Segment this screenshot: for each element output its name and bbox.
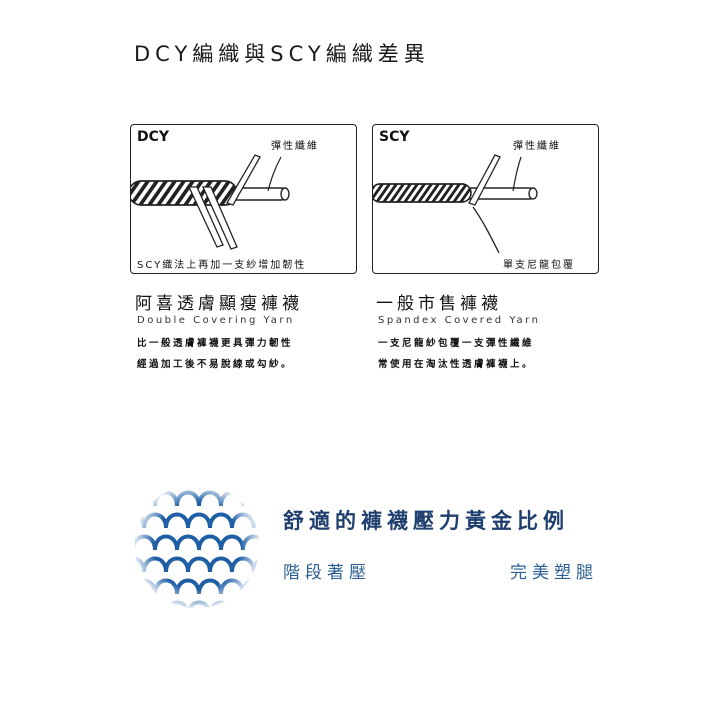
dcy-note: SCY織法上再加一支紗增加韌性 bbox=[137, 256, 307, 271]
scy-yarn-illustration bbox=[373, 154, 538, 254]
dcy-label: DCY bbox=[137, 129, 170, 145]
dcy-desc-line2: 經過加工後不易脫線或勾紗。 bbox=[137, 359, 294, 370]
page-title: DCY編織與SCY編織差異 bbox=[134, 42, 430, 66]
knit-loop bbox=[230, 600, 256, 608]
knit-mesh-icon bbox=[133, 482, 261, 614]
leg-shaping-text: 完美塑腿 bbox=[510, 563, 598, 583]
scy-product-title: 一般市售褲襪 bbox=[376, 294, 502, 314]
knit-loop bbox=[241, 490, 259, 507]
pressure-ratio-heading: 舒適的褲襪壓力黃金比例 bbox=[283, 509, 569, 533]
scy-yarn-name: Spandex Covered Yarn bbox=[378, 315, 541, 326]
dcy-yarn-name: Double Covering Yarn bbox=[137, 315, 295, 326]
scy-desc-line1: 一支尼龍紗包覆一支彈性纖維 bbox=[378, 338, 535, 349]
scy-diagram-panel: SCY 彈性纖維 單支尼龍包覆 bbox=[372, 124, 599, 274]
dcy-diagram-panel: DCY 彈性纖維 SCY織法上再加一支紗增加韌性 bbox=[130, 124, 357, 274]
knit-loop bbox=[142, 600, 168, 608]
dcy-desc-line1: 比一般透膚褲襪更具彈力韌性 bbox=[137, 338, 294, 349]
knit-loop bbox=[252, 600, 259, 608]
graduated-compression-text: 階段著壓 bbox=[283, 563, 371, 583]
dcy-yarn-illustration bbox=[131, 154, 290, 250]
dcy-product-title: 阿喜透膚顯瘦褲襪 bbox=[135, 294, 303, 314]
scy-note: 單支尼龍包覆 bbox=[503, 256, 575, 271]
dcy-fiber-label: 彈性纖維 bbox=[271, 141, 319, 152]
scy-desc-line2: 常使用在淘汰性透膚褲襪上。 bbox=[378, 359, 535, 370]
scy-label: SCY bbox=[379, 129, 410, 145]
knit-loop bbox=[135, 600, 146, 608]
scy-fiber-label: 彈性纖維 bbox=[513, 141, 561, 152]
